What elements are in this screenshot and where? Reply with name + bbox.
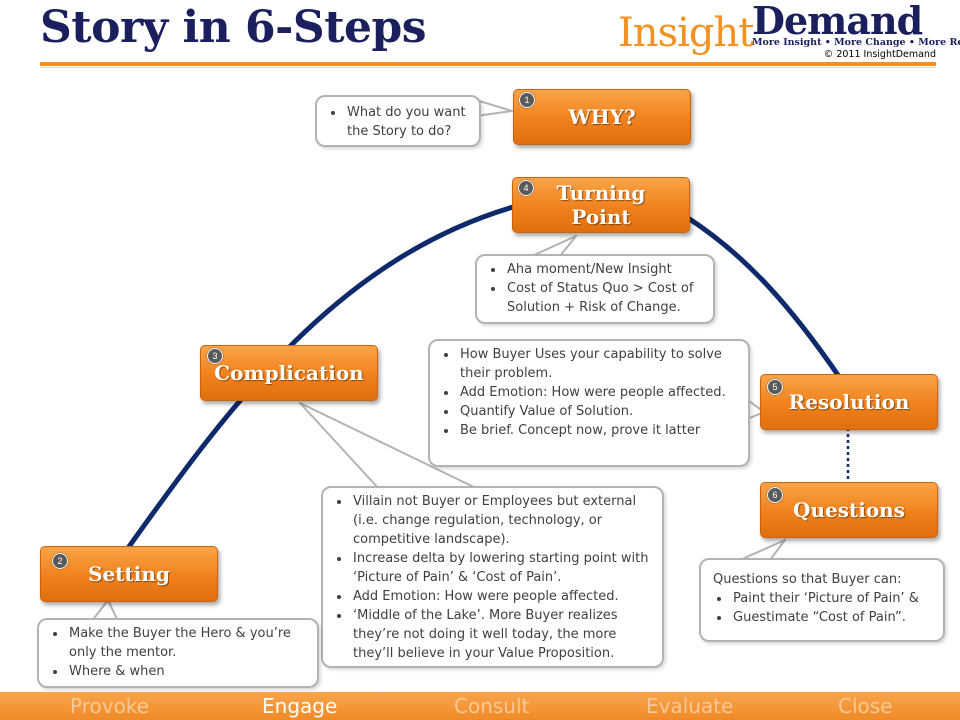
- step-label: Resolution: [788, 390, 910, 414]
- step-setting: 2 Setting: [40, 546, 218, 602]
- title-underline: [40, 62, 936, 66]
- story-arc-falling: [685, 215, 843, 381]
- resolution-item: Quantify Value of Solution.: [458, 402, 740, 421]
- step-turning-point: 4 Turning Point: [512, 177, 690, 233]
- title-underline-shadow: [40, 67, 936, 68]
- step-number-badge: 4: [518, 180, 534, 196]
- stage-provoke[interactable]: Provoke: [70, 694, 149, 718]
- setting-callout: Make the Buyer the Hero & you’re only th…: [37, 618, 319, 688]
- step-label: Complication: [214, 361, 364, 385]
- step-resolution: 5 Resolution: [760, 374, 938, 430]
- questions-item: Paint their ‘Picture of Pain’ &: [731, 589, 943, 608]
- resolution-item: Add Emotion: How were people affected.: [458, 383, 740, 402]
- logo-tagline: More Insight • More Change • More Revenu…: [752, 37, 960, 48]
- step-number-badge: 1: [519, 92, 535, 108]
- stage-engage[interactable]: Engage: [262, 694, 338, 718]
- logo-demand-text: Demand: [752, 0, 923, 43]
- story-arc-rising: [125, 202, 523, 551]
- complication-callout: Villain not Buyer or Employees but exter…: [321, 486, 664, 668]
- step-label: Questions: [793, 498, 905, 522]
- logo-insight-text: Insight: [618, 10, 754, 56]
- stage-consult[interactable]: Consult: [454, 694, 530, 718]
- step-complication: 3 Complication: [200, 345, 378, 401]
- step-questions: 6 Questions: [760, 482, 938, 538]
- sales-stage-bar: Provoke Engage Consult Evaluate Close: [0, 692, 960, 720]
- turning-point-item: Cost of Status Quo > Cost of Solution + …: [505, 279, 713, 317]
- step-number-badge: 5: [767, 379, 783, 395]
- questions-callout: Questions so that Buyer can: Paint their…: [699, 558, 945, 642]
- resolution-item: Be brief. Concept now, prove it latter: [458, 421, 740, 440]
- turning-point-callout: Aha moment/New Insight Cost of Status Qu…: [475, 254, 715, 324]
- turning-point-callout-pointer: [531, 235, 577, 257]
- copyright-text: © 2011 InsightDemand: [823, 49, 936, 60]
- resolution-callout: How Buyer Uses your capability to solve …: [428, 339, 750, 467]
- resolution-item: How Buyer Uses your capability to solve …: [458, 345, 740, 383]
- why-callout-pointer: [475, 99, 513, 117]
- complication-item: Add Emotion: How were people affected.: [351, 587, 652, 606]
- step-why: 1 WHY?: [513, 89, 691, 145]
- step-label: WHY?: [568, 105, 636, 129]
- stage-close[interactable]: Close: [838, 694, 893, 718]
- complication-item: Increase delta by lowering starting poin…: [351, 549, 652, 587]
- step-number-badge: 2: [52, 553, 68, 569]
- questions-intro: Questions so that Buyer can:: [713, 572, 902, 587]
- page-title: Story in 6-Steps: [40, 2, 427, 53]
- step-number-badge: 3: [207, 348, 223, 364]
- why-callout-item: What do you want the Story to do?: [345, 103, 479, 141]
- turning-point-item: Aha moment/New Insight: [505, 260, 713, 279]
- step-label: Turning Point: [556, 181, 646, 229]
- complication-item: ‘Middle of the Lake’. More Buyer realize…: [351, 606, 652, 663]
- stage-evaluate[interactable]: Evaluate: [646, 694, 734, 718]
- why-callout: What do you want the Story to do?: [315, 95, 481, 147]
- complication-item: Villain not Buyer or Employees but exter…: [351, 492, 652, 549]
- insightdemand-logo: Insight Demand More Insight • More Chang…: [618, 0, 960, 60]
- step-number-badge: 6: [767, 487, 783, 503]
- setting-item: Make the Buyer the Hero & you’re only th…: [67, 624, 311, 662]
- questions-callout-pointer: [739, 539, 786, 561]
- step-label: Setting: [88, 562, 170, 586]
- questions-item: Guestimate “Cost of Pain”.: [731, 608, 943, 627]
- setting-item: Where & when: [67, 662, 311, 681]
